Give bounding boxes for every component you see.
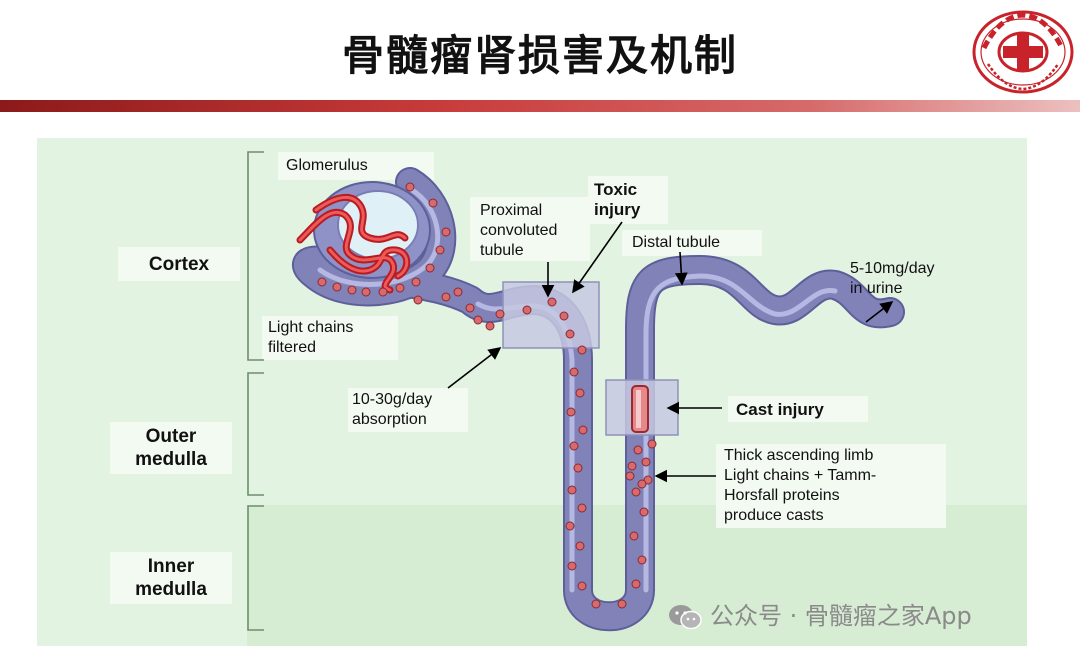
distal-label-box [622,230,762,256]
toxic-injury-label: Toxic injury [594,180,641,219]
outer-medulla-label-box [110,422,232,474]
inner-medulla-label-box [110,552,232,604]
filtered-label-box [262,316,398,360]
glomerulus-label: Glomerulus [286,157,368,174]
toxic-arrow [572,221,623,294]
light-chain-dots [317,182,657,609]
zone-label-inner-medulla: Inner medulla [135,556,207,600]
cast-label-box [728,396,868,422]
watermark-text: 公众号 · 骨髓瘤之家App [710,602,972,630]
hospital-logo-icon [972,10,1074,94]
inner-medulla-bracket [247,505,264,631]
zone-label-cortex: Cortex [148,254,210,275]
wechat-icon [669,605,702,630]
thick-ascending-limb-label: Thick ascending limb Light chains + Tamm… [724,447,877,524]
cortex-bracket [247,151,264,361]
absorption-label: 10-30g/day absorption [352,391,433,428]
absorption-label-box [348,388,468,432]
cast-injury-label: Cast injury [736,400,824,419]
page-title: 骨髓瘤肾损害及机制 [341,31,738,80]
toxic-label-box [588,176,668,224]
absorption-arrow [447,347,502,389]
cortex-label-box [118,247,240,281]
wechat-watermark: 公众号 · 骨髓瘤之家App [668,596,1058,636]
toxic-injury-box [502,281,600,349]
proximal-label-box [470,197,590,261]
urine-flow-arrow [865,301,894,323]
urine-output-label: 5-10mg/day in urine [850,260,935,297]
light-chains-filtered-label: Light chains filtered [268,319,354,356]
outer-medulla-bracket [247,372,264,496]
distal-tubule-label: Distal tubule [632,234,721,251]
header-accent-bar [0,100,1080,112]
zone-label-outer-medulla: Outer medulla [135,426,207,470]
distal-arrow [674,251,688,286]
thick-label-box [716,444,946,528]
proximal-tubule-label: Proximal convoluted tubule [480,202,558,259]
